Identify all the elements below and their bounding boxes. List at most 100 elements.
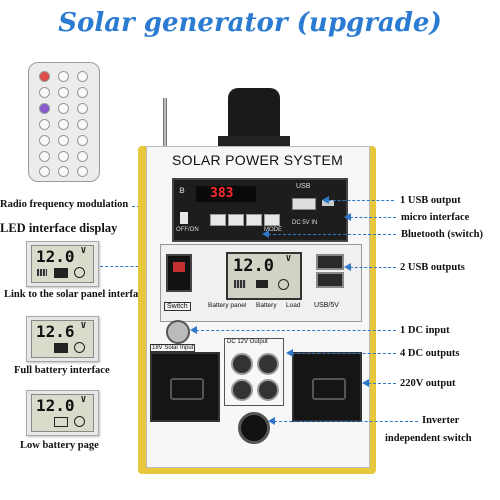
bulb-icon — [74, 267, 85, 278]
remote-button — [77, 119, 88, 130]
bulb-icon — [74, 342, 85, 353]
brand-text: SOLAR POWER SYSTEM — [172, 152, 344, 168]
label-usb1: 1 USB output — [400, 195, 461, 206]
arrow-micro-head — [344, 213, 351, 221]
mode-label: MODE — [264, 227, 282, 233]
page-title: Solar generator (upgrade) — [58, 8, 442, 38]
arrow-ac-out — [368, 383, 396, 384]
lcd-screen: 12.6 V — [31, 320, 94, 358]
lcd-card-low: 12.0 V — [26, 390, 99, 436]
led-display: 383 — [196, 186, 256, 202]
battery-icon — [54, 268, 68, 278]
usb-port[interactable] — [292, 198, 316, 210]
lcd-screen: 12.0 V — [31, 245, 94, 283]
solar-panel-icon — [234, 280, 246, 288]
rocker-switch[interactable] — [166, 254, 192, 292]
remote-button — [58, 119, 69, 130]
arrow-dc-in-head — [190, 326, 197, 334]
label-dc-in: 1 DC input — [400, 325, 450, 336]
arrow-usb2-head — [344, 263, 351, 271]
label-full-battery: Full battery interface — [14, 365, 110, 376]
label-radio: Radio frequency modulation — [0, 199, 129, 210]
arrow-usb1 — [328, 200, 394, 201]
led-digits: 383 — [210, 186, 234, 201]
remote-button — [58, 135, 69, 146]
remote-button — [77, 103, 88, 114]
battery-empty-icon — [54, 417, 68, 427]
remote-button — [58, 103, 69, 114]
handle-base — [218, 136, 290, 148]
dc-input-port[interactable] — [166, 320, 190, 344]
offon-label: OFF/ON — [176, 227, 199, 233]
mp3-button[interactable] — [246, 214, 262, 226]
remote-button — [77, 166, 88, 177]
remote-button — [77, 87, 88, 98]
remote-button — [77, 151, 88, 162]
arrow-inverter — [274, 421, 418, 422]
ac-socket-right[interactable] — [292, 352, 362, 422]
remote-button — [39, 151, 50, 162]
lcd-unit: V — [81, 395, 86, 404]
solar-input-label: 18V Solar Input — [150, 344, 196, 352]
remote-button — [58, 87, 69, 98]
dc-output-port[interactable] — [231, 353, 253, 375]
dc-output-box: DC 12V Output — [224, 338, 284, 406]
remote-button — [77, 71, 88, 82]
dc-output-port[interactable] — [257, 353, 279, 375]
dc-in-label: DC 5V IN — [292, 220, 318, 226]
remote-button — [39, 135, 50, 146]
remote-button — [39, 103, 50, 114]
remote-button — [58, 71, 69, 82]
usb5v-label: USB/5V — [314, 302, 339, 309]
solar-panel-icon — [37, 269, 47, 276]
arrow-micro — [350, 217, 396, 218]
arrow-bluetooth — [268, 234, 396, 235]
mp3-button[interactable] — [228, 214, 244, 226]
ac-socket-left[interactable] — [150, 352, 220, 422]
label-usb2: 2 USB outputs — [400, 262, 465, 273]
remote-button — [39, 71, 50, 82]
label-dc-out: 4 DC outputs — [400, 348, 460, 359]
remote-button — [58, 166, 69, 177]
remote-button — [58, 151, 69, 162]
mp3-button[interactable] — [264, 214, 280, 226]
remote-button — [77, 135, 88, 146]
label-inverter: Inverter — [422, 415, 460, 426]
antenna — [163, 98, 167, 146]
battery-panel-label: Battery panel — [208, 302, 247, 309]
dc-output-port[interactable] — [257, 379, 279, 401]
label-led-interface: LED interface display — [0, 221, 118, 235]
arrow-usb2 — [350, 267, 396, 268]
battery-icon — [54, 343, 68, 353]
label-micro: micro interface — [401, 212, 470, 223]
lcd-unit: V — [81, 321, 86, 330]
label-low-battery: Low battery page — [20, 440, 99, 451]
inverter-switch[interactable] — [238, 412, 270, 444]
remote-control — [28, 62, 100, 182]
lcd-screen: 12.0 V — [31, 394, 94, 432]
bulb-icon — [74, 416, 85, 427]
lcd-value: 12.0 — [36, 247, 75, 266]
lcd-value: 12.6 — [36, 322, 75, 341]
arrow-dc-out — [292, 353, 396, 354]
switch-label: Switch — [164, 302, 191, 311]
main-lcd-unit: V — [286, 254, 291, 263]
socket-holes — [170, 378, 204, 400]
arrow-inverter-head — [268, 417, 275, 425]
usb-port-1[interactable] — [316, 254, 344, 270]
label-bluetooth: Bluetooth (switch) — [401, 229, 483, 240]
power-toggle[interactable] — [180, 212, 188, 224]
lcd-unit: V — [81, 246, 86, 255]
mp3-button[interactable] — [210, 214, 226, 226]
lcd-card-full: 12.6 V — [26, 316, 99, 362]
main-lcd-value: 12.0 — [233, 256, 274, 276]
socket-holes — [312, 378, 346, 400]
dc-output-port[interactable] — [231, 379, 253, 401]
usb-label: USB — [296, 183, 311, 190]
arrow-bluetooth-head — [262, 230, 269, 238]
remote-button — [39, 87, 50, 98]
arrow-dc-in — [196, 330, 396, 331]
usb-port-2[interactable] — [316, 272, 344, 288]
remote-button — [39, 119, 50, 130]
lcd-value: 12.0 — [36, 396, 75, 415]
